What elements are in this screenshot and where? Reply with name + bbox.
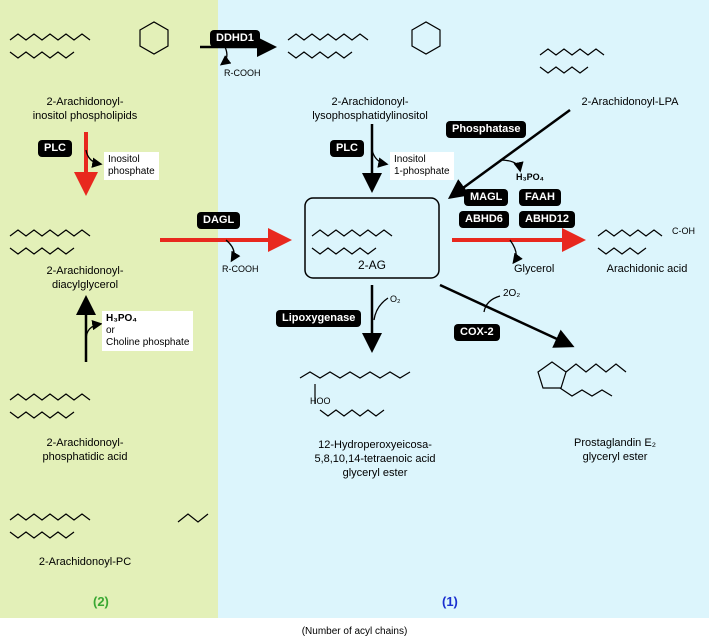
lipoxygenase-o2-curve [373, 297, 389, 321]
footer-caption: (Number of acyl chains) [301, 626, 408, 637]
pa-byproduct-curve [85, 319, 103, 341]
aa-structure [597, 229, 663, 255]
byproduct-glycerol: Glycerol [514, 263, 555, 275]
byproduct-rcooh-top: R-COOH [224, 68, 261, 78]
count-right: (1) [442, 594, 458, 609]
enzyme-cox2: COX-2 [454, 324, 500, 341]
plc-right-byproduct-curve [371, 149, 389, 168]
hpete-structure [299, 371, 411, 417]
plc-left-byproduct-curve [85, 149, 103, 168]
hpete-label-line2: 5,8,10,14-tetraenoic acid [314, 453, 436, 465]
inositol-phosphate-line2: phosphate [108, 166, 155, 177]
dag-label: 2-Arachidonoyl- diacylglycerol [10, 264, 160, 292]
two-ag-box [304, 197, 440, 279]
magl-byproduct-curve [509, 239, 523, 265]
inositol-phosphate-line1: Inositol [108, 154, 140, 165]
pge2-label-line1: Prostaglandin E₂ [574, 437, 656, 449]
ipl-label: 2-Arachidonoyl- inositol phospholipids [10, 95, 160, 123]
pge2-structure [537, 361, 627, 397]
pa-structure [9, 393, 91, 419]
enzyme-magl: MAGL [464, 189, 509, 206]
ipl-structure [9, 21, 169, 59]
lpi-structure [287, 21, 441, 59]
pa-label-line1: 2-Arachidonoyl- [46, 437, 124, 449]
pc-label: 2-Arachidonoyl-PC [38, 556, 132, 568]
enzyme-abhd6: ABHD6 [459, 211, 509, 228]
dag-label-line2: diacylglycerol [51, 279, 119, 291]
enzyme-ddhd1: DDHD1 [210, 30, 260, 47]
byproduct-h3po4-phosphatase: H₃PO₄ [516, 172, 544, 182]
cox2-o2-curve [483, 295, 501, 313]
phosphatase-byproduct-curve [499, 159, 524, 173]
enzyme-abhd12: ABHD12 [519, 211, 576, 228]
hpete-label: 12-Hydroperoxyeicosa- 5,8,10,14-tetraeno… [300, 438, 450, 480]
enzyme-lipoxygenase: Lipoxygenase [276, 310, 362, 327]
enzyme-plc-left: PLC [38, 140, 72, 157]
lpi-label: 2-Arachidonoyl- lysophosphatidylinositol [290, 95, 450, 123]
inositol-1-phosphate-line1: Inositol [394, 154, 426, 165]
byproduct-o2: O₂ [390, 294, 401, 304]
lpa-label: 2-Arachidonoyl-LPA [581, 96, 679, 108]
ipl-label-line2: inositol phospholipids [32, 110, 138, 122]
ddhd1-byproduct-curve [219, 46, 232, 66]
dagl-byproduct-curve [225, 239, 241, 263]
pge2-label: Prostaglandin E₂ glyceryl ester [555, 436, 675, 464]
byproduct-2o2: 2O₂ [503, 288, 521, 299]
enzyme-faah: FAAH [519, 189, 561, 206]
aa-label: Arachidonic acid [606, 263, 688, 275]
lpa-structure [539, 48, 605, 74]
enzyme-dagl: DAGL [197, 212, 241, 229]
lpi-label-line1: 2-Arachidonoyl- [331, 96, 409, 108]
enzyme-plc-right: PLC [330, 140, 364, 157]
byproduct-inositol-phosphate: Inositol phosphate [104, 152, 159, 180]
pa-label: 2-Arachidonoyl- phosphatidic acid [10, 436, 160, 464]
two-acyl-chain-panel [0, 0, 218, 618]
byproduct-inositol-1-phosphate: Inositol 1-phosphate [390, 152, 454, 180]
dag-label-line1: 2-Arachidonoyl- [46, 265, 124, 277]
hpete-label-line3: glyceryl ester [342, 467, 408, 479]
pa-byproduct-line2: or [106, 325, 115, 336]
one-acyl-chain-panel [218, 0, 709, 618]
inositol-1-phosphate-line2: 1-phosphate [394, 166, 450, 177]
cox2-arrow [439, 283, 575, 348]
phosphatase-arrow [447, 108, 571, 199]
hpete-hoo-label: HOO [310, 396, 331, 406]
lpi-label-line2: lysophosphatidylinositol [312, 110, 428, 122]
pc-structure [9, 513, 209, 539]
pa-label-line2: phosphatidic acid [42, 451, 128, 463]
byproduct-rcooh-dagl: R-COOH [222, 264, 259, 274]
ag-structure [311, 229, 393, 255]
hpete-label-line1: 12-Hydroperoxyeicosa- [318, 439, 432, 451]
dag-structure [9, 229, 91, 255]
pa-byproduct-line1: H₃PO₄ [106, 313, 138, 324]
byproduct-pa: H₃PO₄ or Choline phosphate [102, 311, 194, 351]
arrows-layer [9, 21, 663, 539]
pa-byproduct-line3: Choline phosphate [106, 337, 190, 348]
ipl-label-line1: 2-Arachidonoyl- [46, 96, 124, 108]
aa-cooh-label: C-OH [672, 226, 695, 236]
pge2-label-line2: glyceryl ester [582, 451, 648, 463]
count-left: (2) [93, 594, 109, 609]
enzyme-phosphatase: Phosphatase [446, 121, 527, 138]
two-ag-label: 2-AG [357, 258, 386, 272]
